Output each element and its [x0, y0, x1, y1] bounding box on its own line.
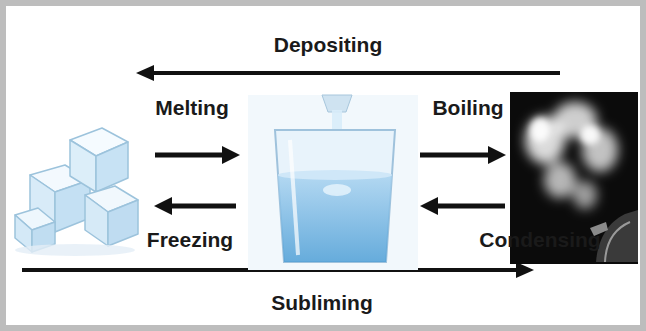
depositing-arrow [136, 65, 560, 81]
process-label: Melting [155, 96, 229, 120]
process-label: Boiling [432, 96, 503, 120]
freezing-arrow [154, 197, 236, 215]
condensing-arrow [420, 197, 505, 215]
process-label: Subliming [271, 291, 373, 315]
melting-arrow [155, 146, 240, 164]
water-glass-illustration [248, 95, 418, 270]
boiling-arrow [420, 146, 506, 164]
ice-cubes-illustration [15, 128, 138, 256]
process-label: Freezing [147, 228, 233, 252]
process-label: Depositing [274, 33, 383, 57]
process-label: Condensing [479, 228, 600, 252]
frame [3, 3, 643, 328]
